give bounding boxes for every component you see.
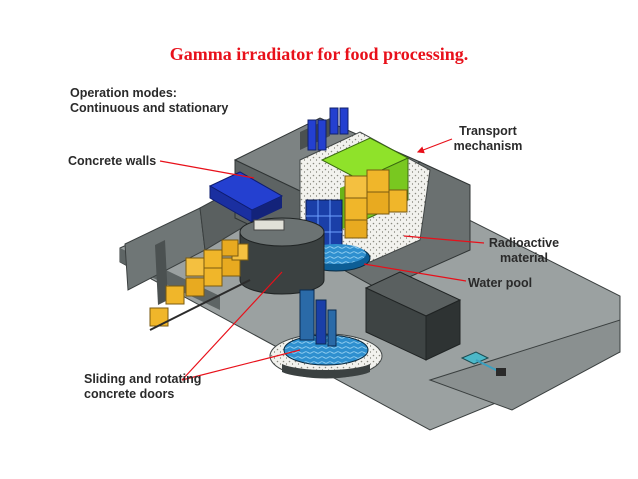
concrete-block-right <box>364 271 462 361</box>
product-boxes-conveyor <box>149 239 251 331</box>
operation-modes-heading: Operation modes: <box>70 86 177 100</box>
concrete-walls-label: Concrete walls <box>68 154 157 168</box>
pointer-water-pool <box>363 263 467 282</box>
rotating-door-cylinder <box>239 217 325 295</box>
water-pool-label: Water pool <box>468 276 533 290</box>
pointer-concrete-walls <box>159 160 255 179</box>
pointer-doors-1 <box>181 349 301 381</box>
page-title: Gamma irradiator for food processing. <box>169 44 469 64</box>
front-pool <box>269 289 383 379</box>
operation-modes-value: Continuous and stationary <box>70 101 229 115</box>
operation-modes-label: Operation modes: Continuous and stationa… <box>70 86 228 116</box>
source-tubes <box>307 107 349 151</box>
product-boxes-inside <box>344 169 408 239</box>
pointer-transport <box>416 138 453 154</box>
control-device <box>460 351 506 376</box>
transport-line-2: mechanism <box>453 139 523 153</box>
pointer-doors-2 <box>181 271 283 381</box>
radioactive-line-1: Radioactive <box>488 236 560 250</box>
doors-line-1: Sliding and rotating <box>84 372 202 386</box>
doors-line-2: concrete doors <box>84 387 175 401</box>
pointer-lines <box>159 138 485 381</box>
doors-label: Sliding and rotating concrete doors <box>84 372 201 402</box>
radioactive-material-label: Radioactive material <box>478 236 570 266</box>
blue-conveyor-housing <box>208 171 284 223</box>
radioactive-line-2: material <box>500 251 548 265</box>
transport-line-1: Transport <box>459 124 517 138</box>
transport-mechanism-label: Transport mechanism <box>440 124 536 154</box>
pointer-radioactive <box>403 235 485 244</box>
